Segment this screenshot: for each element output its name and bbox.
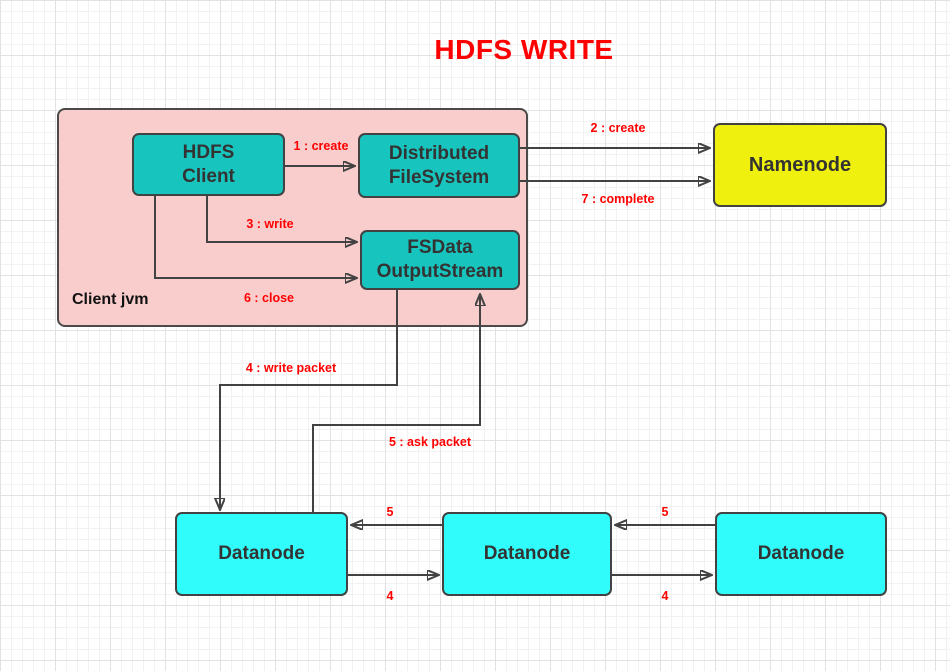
edge-3-write xyxy=(206,196,356,242)
node-namenode: Namenode xyxy=(713,123,887,207)
node-datanode-2: Datanode xyxy=(442,512,612,596)
node-fsdata-outputstream: FSData OutputStream xyxy=(360,230,520,290)
edge-label-1-create: 1 : create xyxy=(293,139,349,153)
edge-label-5-dn2-dn1: 5 xyxy=(386,505,394,519)
diagram-title: HDFS WRITE xyxy=(434,34,614,65)
edge-label-5-dn3-dn2: 5 xyxy=(661,505,669,519)
edge-4-write-packet xyxy=(220,290,398,509)
edge-label-3-write: 3 : write xyxy=(246,217,294,231)
node-distributed-filesystem: Distributed FileSystem xyxy=(358,133,520,198)
client-jvm-label: Client jvm xyxy=(72,291,149,308)
edge-label-2-create: 2 : create xyxy=(590,121,646,135)
edge-label-6-close: 6 : close xyxy=(243,291,295,305)
node-hdfs-client: HDFS Client xyxy=(132,133,285,196)
edge-label-4-write-packet: 4 : write packet xyxy=(245,361,337,375)
edge-label-4-dn2-dn3: 4 xyxy=(661,589,669,603)
edge-label-5-ask-packet: 5 : ask packet xyxy=(389,435,471,449)
edge-6-close xyxy=(154,196,356,278)
edge-label-4-dn1-dn2: 4 xyxy=(386,589,394,603)
edge-5-ask-packet xyxy=(312,295,480,512)
edge-label-7-complete: 7 : complete xyxy=(581,192,655,206)
node-datanode-3: Datanode xyxy=(715,512,887,596)
node-datanode-1: Datanode xyxy=(175,512,348,596)
